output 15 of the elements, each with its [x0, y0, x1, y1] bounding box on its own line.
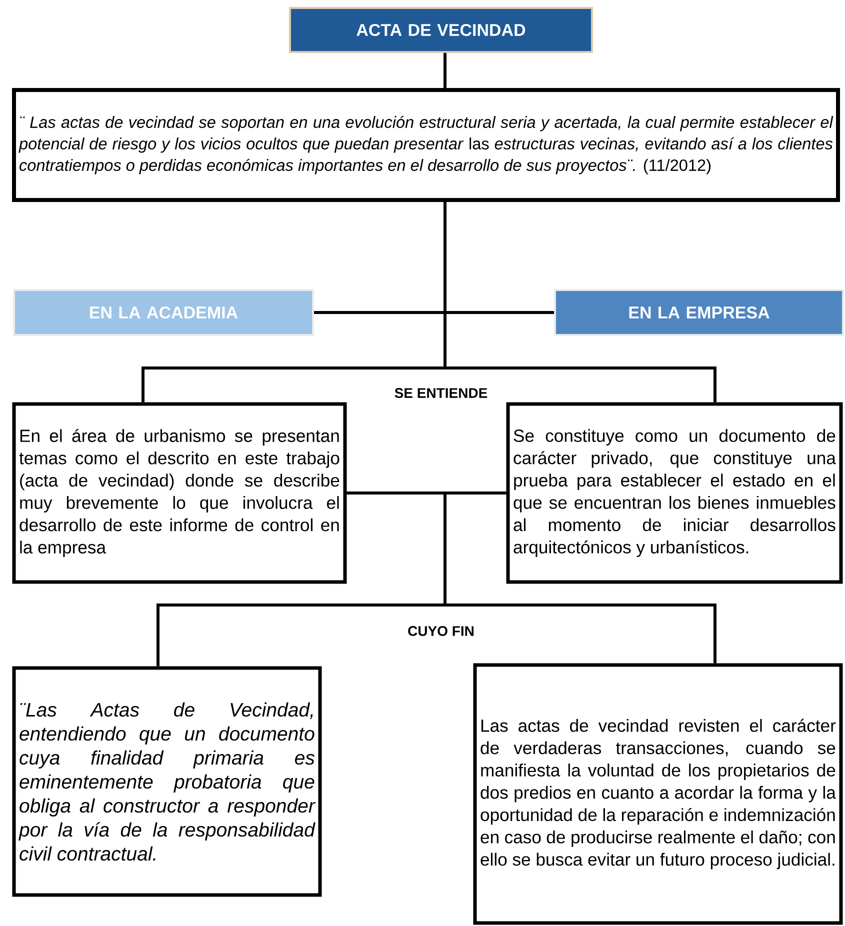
text-box: Las actas de vecindad revisten el carácter de verdaderas transacciones, cuando se manifiesta la voluntad de los propietarios de dos predios en cuanto a acordar la forma y la oportunidad de la reparación e indemnización en caso de producirse realmente el daño; con ello se busca evitar un futuro proceso judicial. — [473, 663, 843, 925]
connector-line — [314, 311, 554, 314]
branch-label: SE ENTIENDE — [394, 388, 488, 398]
text-box: ¨Las Actas de Vecindad, entendiendo que un documento cuya finalidad primaria es eminentemente probatoria que obliga al constructor a responder por la vía de la responsabilidad civil contractual. — [12, 666, 322, 897]
branch-label: CUYO FIN — [408, 626, 474, 636]
quote-box: ¨ Las actas de vecindad se soportan en una evolución estructural seria y acertada, la cual permite establecer el potencial de riesgo y los vicios ocultos que puedan presentar las estructuras vecinas, evitando así a los clientes contratiempos o perdidas económicas importantes en el desarrollo de sus proyectos¨. (11/2012) — [12, 88, 840, 202]
text-box: En el área de urbanismo se presentan temas como el descrito en este trabajo (acta de vecindad) donde se describe muy brevemente lo que involucra el desarrollo de este informe de control en la empresa — [12, 402, 347, 584]
title-box: ACTA DE VECINDAD — [289, 7, 593, 53]
connector-line — [444, 202, 716, 402]
connector-line — [156, 492, 446, 666]
connector-line — [444, 53, 446, 88]
text-box: Se constituye como un documento de carácter privado, que constituye una prueba para establecer el estado en el que se encuentran los bienes inmuebles al momento de iniciar desarrollos arquitectónicos y urbanísticos. — [506, 402, 843, 584]
category-box: EN LA ACADEMIA — [13, 289, 314, 336]
connector-line — [444, 492, 716, 664]
category-box: EN LA EMPRESA — [554, 289, 844, 336]
